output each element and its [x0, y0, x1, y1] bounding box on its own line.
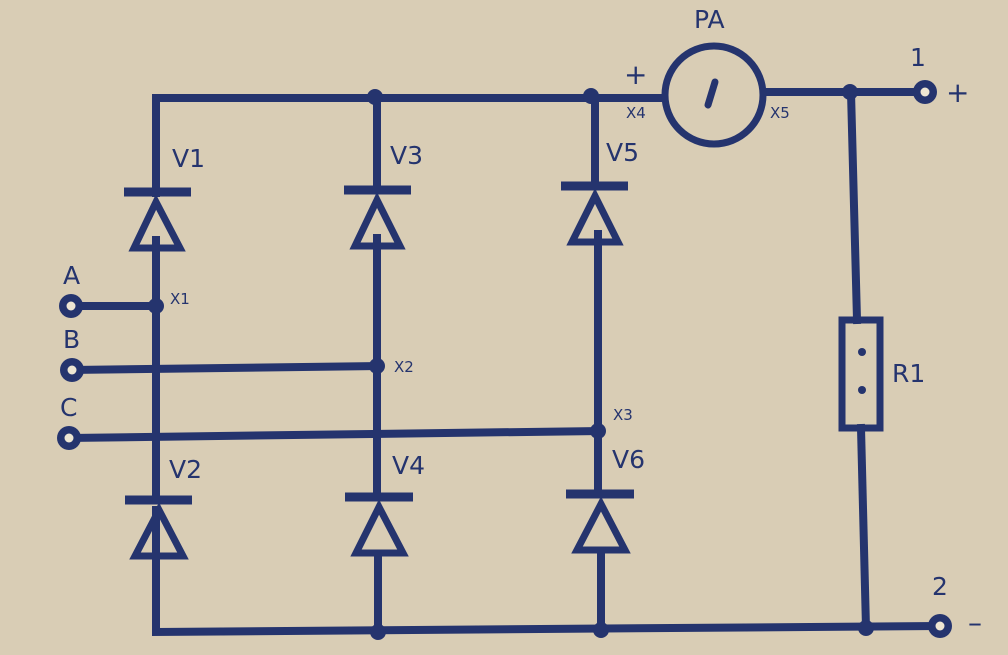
junction-node-x2	[369, 358, 385, 374]
diode-v6	[566, 489, 634, 554]
output-2-number: 2	[932, 572, 948, 601]
label-input-b: B	[63, 325, 80, 354]
wire-input-b	[67, 361, 382, 375]
label-x2: X2	[394, 358, 414, 376]
diode-v2	[125, 495, 192, 560]
terminal-1[interactable]	[913, 80, 937, 104]
output-1-polarity: +	[946, 76, 969, 109]
label-input-a: A	[63, 261, 80, 290]
label-input-c: C	[60, 393, 77, 422]
label-v4: V4	[392, 451, 425, 480]
ammeter-plus-sign: +	[624, 58, 647, 91]
resistor-r1-body	[838, 316, 884, 432]
junction-node	[367, 89, 383, 105]
diode-v1	[124, 187, 191, 252]
terminal-a[interactable]	[59, 294, 83, 318]
wire-r1-bottom	[856, 423, 871, 633]
junction-node	[858, 620, 874, 636]
top-rail-left	[152, 94, 668, 197]
resistor-pin	[858, 386, 866, 394]
label-v3: V3	[390, 141, 423, 170]
terminal-c[interactable]	[57, 426, 81, 450]
label-r1: R1	[892, 359, 925, 388]
label-v1: V1	[172, 144, 205, 173]
wire-r1-top	[846, 87, 862, 325]
diode-v5	[561, 181, 628, 246]
wire-input-c	[65, 426, 603, 443]
label-v5: V5	[606, 138, 639, 167]
junction-node	[842, 84, 858, 100]
diode-v4	[345, 492, 413, 557]
label-x1: X1	[170, 290, 190, 308]
junction-node-x1	[148, 298, 164, 314]
junction-node	[583, 88, 599, 104]
output-2-polarity: –	[968, 606, 982, 639]
label-v6: V6	[612, 445, 645, 474]
resistor-pin	[858, 348, 866, 356]
label-x3: X3	[613, 406, 633, 424]
junction-node	[370, 624, 386, 640]
diode-v3	[344, 185, 411, 250]
label-x5: X5	[770, 104, 790, 122]
bottom-rail	[152, 506, 940, 637]
ammeter-label: PA	[694, 5, 725, 34]
junction-node-x3	[590, 423, 606, 439]
label-x4: X4	[626, 104, 646, 122]
terminal-b[interactable]	[60, 358, 84, 382]
junction-node	[593, 622, 609, 638]
terminal-2[interactable]	[928, 614, 952, 638]
output-1-number: 1	[910, 43, 926, 72]
ammeter-needle-icon	[704, 78, 719, 109]
label-v2: V2	[169, 455, 202, 484]
